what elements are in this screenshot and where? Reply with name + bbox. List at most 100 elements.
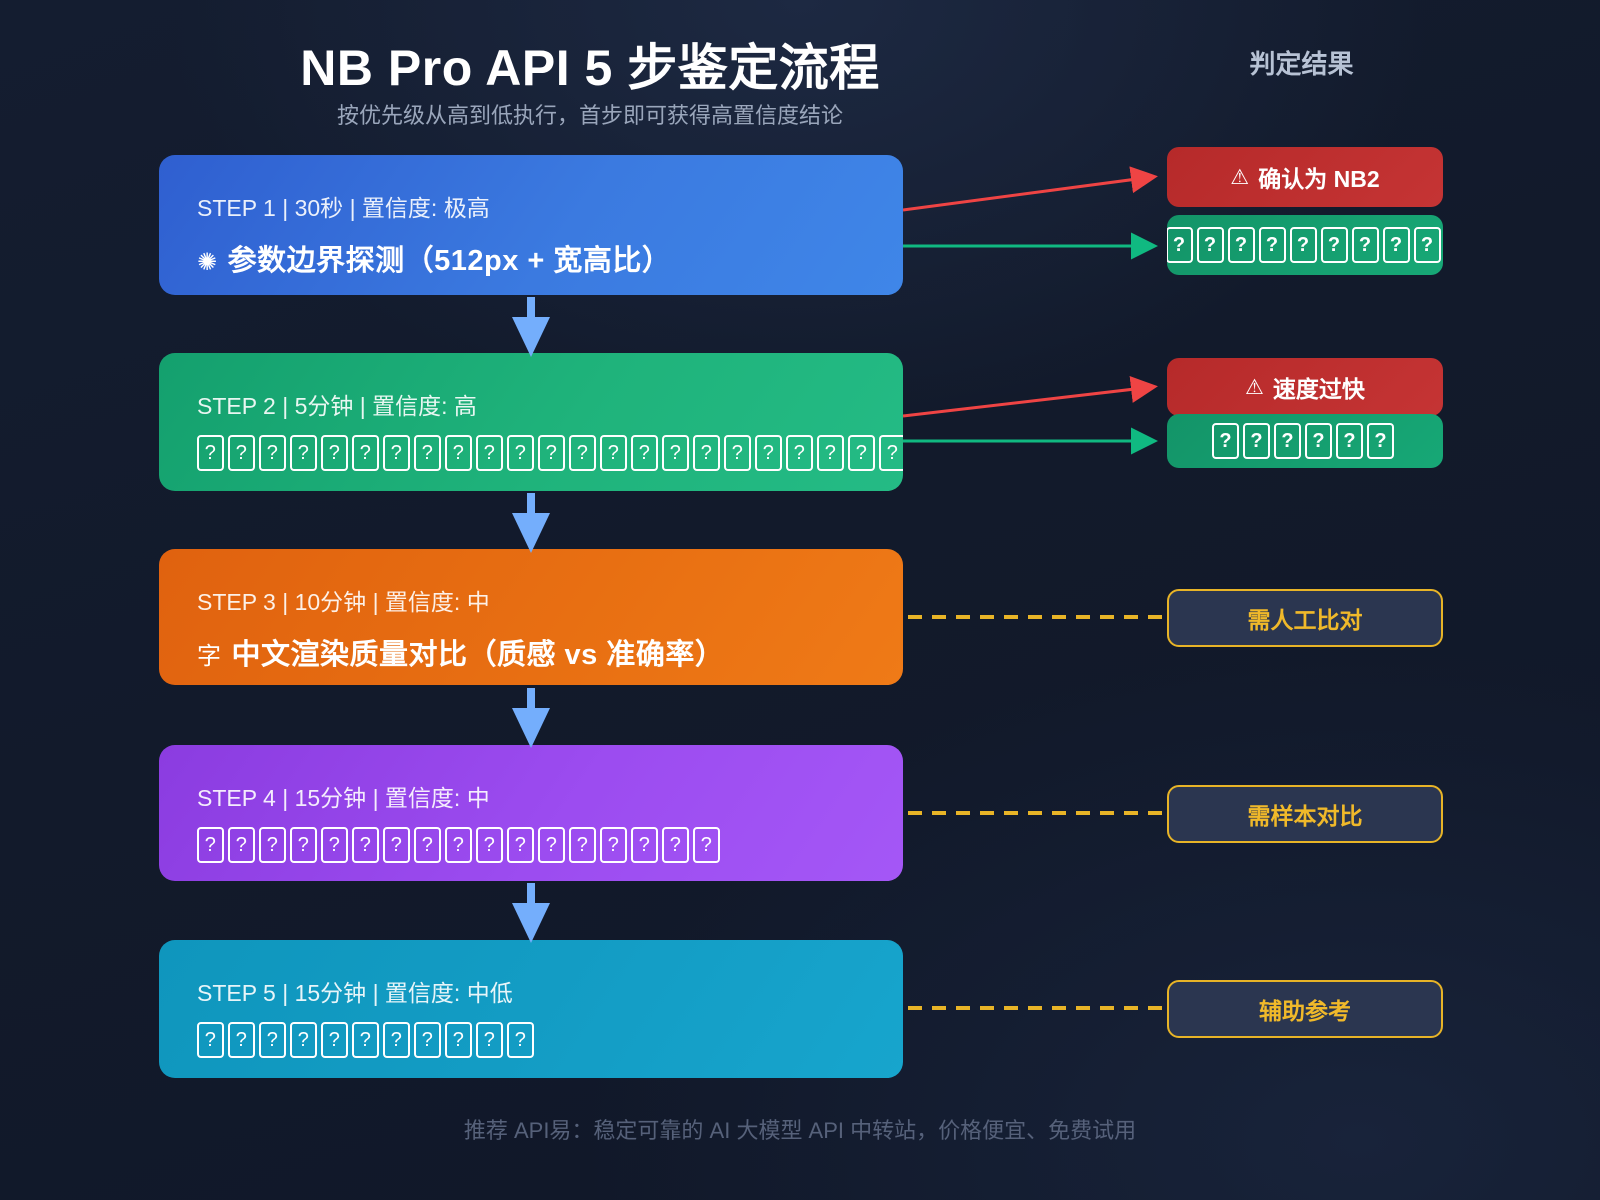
arrow-head <box>512 513 550 553</box>
step-2-meta: STEP 2 | 5分钟 | 置信度: 高 <box>197 393 477 419</box>
char-icon: 字 <box>197 643 222 670</box>
missing-glyph-box <box>693 827 720 863</box>
result-badge-label: 确认为 NB2 <box>1258 166 1380 192</box>
missing-glyph-box <box>228 435 255 471</box>
missing-glyph-box <box>1227 227 1255 263</box>
arrow-stem <box>527 297 535 319</box>
missing-glyph-box <box>290 827 317 863</box>
step-card-3[interactable]: STEP 3 | 10分钟 | 置信度: 中 字中文渲染质量对比（质感 vs 准… <box>159 549 903 685</box>
step-card-2[interactable]: STEP 2 | 5分钟 | 置信度: 高 <box>159 353 903 491</box>
page-subtitle: 按优先级从高到低执行，首步即可获得高置信度结论 <box>336 103 843 128</box>
missing-glyph-box <box>228 1022 255 1058</box>
missing-glyph-box <box>352 435 379 471</box>
missing-glyph-box <box>507 1022 534 1058</box>
result-badge-sample-compare[interactable]: 需样本对比 <box>1167 785 1443 843</box>
missing-glyph-box <box>569 827 596 863</box>
step-arrow-1-to-2 <box>512 297 550 357</box>
step-1-title: 参数边界探测（512px + 宽高比） <box>227 245 672 277</box>
missing-glyph-box <box>1212 423 1239 459</box>
result-badge-label: 需样本对比 <box>1247 803 1363 829</box>
missing-glyph-box <box>290 1022 317 1058</box>
missing-glyph-box <box>476 827 503 863</box>
missing-glyph-box <box>352 1022 379 1058</box>
missing-glyph-box <box>1305 423 1332 459</box>
missing-glyph-box <box>662 827 689 863</box>
gear-icon: ✺ <box>197 249 218 276</box>
warning-icon: ⚠ <box>1245 375 1264 399</box>
missing-glyph-box <box>600 435 627 471</box>
result-badge-confirmed-nb2[interactable]: ⚠ 确认为 NB2 <box>1167 147 1443 207</box>
arrow-head <box>512 708 550 748</box>
missing-glyph-box <box>476 1022 503 1058</box>
result-badge-step2-pass[interactable] <box>1167 414 1443 468</box>
step-1-meta: STEP 1 | 30秒 | 置信度: 极高 <box>197 195 490 221</box>
missing-glyph-box <box>786 435 813 471</box>
result-badge-manual-compare[interactable]: 需人工比对 <box>1167 589 1443 647</box>
missing-glyph-run <box>197 1022 538 1058</box>
step-card-1[interactable]: STEP 1 | 30秒 | 置信度: 极高 ✺ 参数边界探测（512px + 宽… <box>159 155 903 295</box>
step-5-meta: STEP 5 | 15分钟 | 置信度: 中低 <box>197 980 513 1006</box>
step-arrow-4-to-5 <box>512 883 550 943</box>
result-badge-label <box>1167 227 1443 263</box>
warning-icon: ⚠ <box>1230 165 1250 189</box>
result-badge-label: 速度过快 <box>1272 376 1365 402</box>
missing-glyph-box <box>1196 227 1224 263</box>
step-arrow-3-to-4 <box>512 688 550 748</box>
step-3-title: 中文渲染质量对比（质感 vs 准确率） <box>231 639 725 671</box>
missing-glyph-box <box>879 435 903 471</box>
missing-glyph-run <box>197 435 903 471</box>
result-badge-too-fast[interactable]: ⚠ 速度过快 <box>1167 358 1443 416</box>
arrow-head <box>512 903 550 943</box>
missing-glyph-box <box>817 435 844 471</box>
missing-glyph-box <box>507 827 534 863</box>
result-badge-aux-reference[interactable]: 辅助参考 <box>1167 980 1443 1038</box>
arrow-stem <box>527 883 535 905</box>
step-arrow-2-to-3 <box>512 493 550 553</box>
result-badge-step1-pass[interactable] <box>1167 215 1443 275</box>
missing-glyph-box <box>259 1022 286 1058</box>
missing-glyph-box <box>538 827 565 863</box>
missing-glyph-box <box>1336 423 1363 459</box>
arrow-head <box>512 317 550 357</box>
missing-glyph-box <box>476 435 503 471</box>
missing-glyph-box <box>197 827 224 863</box>
missing-glyph-box <box>1243 423 1270 459</box>
missing-glyph-box <box>848 435 875 471</box>
missing-glyph-box <box>445 1022 472 1058</box>
missing-glyph-box <box>755 435 782 471</box>
arrow-stem <box>527 688 535 710</box>
missing-glyph-box <box>631 827 658 863</box>
missing-glyph-box <box>290 435 317 471</box>
results-column-title: 判定结果 <box>1249 49 1354 79</box>
missing-glyph-box <box>383 435 410 471</box>
page-title: NB Pro API 5 步鉴定流程 <box>300 40 880 96</box>
missing-glyph-box <box>1413 227 1441 263</box>
missing-glyph-box <box>321 827 348 863</box>
missing-glyph-box <box>1289 227 1317 263</box>
step-4-meta: STEP 4 | 15分钟 | 置信度: 中 <box>197 785 490 811</box>
missing-glyph-box <box>538 435 565 471</box>
missing-glyph-box <box>259 827 286 863</box>
missing-glyph-box <box>1351 227 1379 263</box>
missing-glyph-box <box>414 1022 441 1058</box>
missing-glyph-box <box>662 435 689 471</box>
result-badge-label <box>1212 423 1398 459</box>
missing-glyph-box <box>445 827 472 863</box>
missing-glyph-box <box>383 827 410 863</box>
result-badge-label: 辅助参考 <box>1259 998 1351 1024</box>
missing-glyph-box <box>414 827 441 863</box>
missing-glyph-box <box>321 1022 348 1058</box>
missing-glyph-box <box>197 1022 224 1058</box>
missing-glyph-box <box>507 435 534 471</box>
step-card-5[interactable]: STEP 5 | 15分钟 | 置信度: 中低 <box>159 940 903 1078</box>
link-step2-to-too-fast <box>902 376 1158 418</box>
missing-glyph-box <box>1274 423 1301 459</box>
missing-glyph-box <box>352 827 379 863</box>
step-card-4[interactable]: STEP 4 | 15分钟 | 置信度: 中 <box>159 745 903 881</box>
missing-glyph-box <box>1258 227 1286 263</box>
missing-glyph-box <box>414 435 441 471</box>
missing-glyph-box <box>600 827 627 863</box>
link-step1-to-confirmed <box>902 166 1158 212</box>
step-4-title <box>197 827 865 863</box>
missing-glyph-box <box>631 435 658 471</box>
